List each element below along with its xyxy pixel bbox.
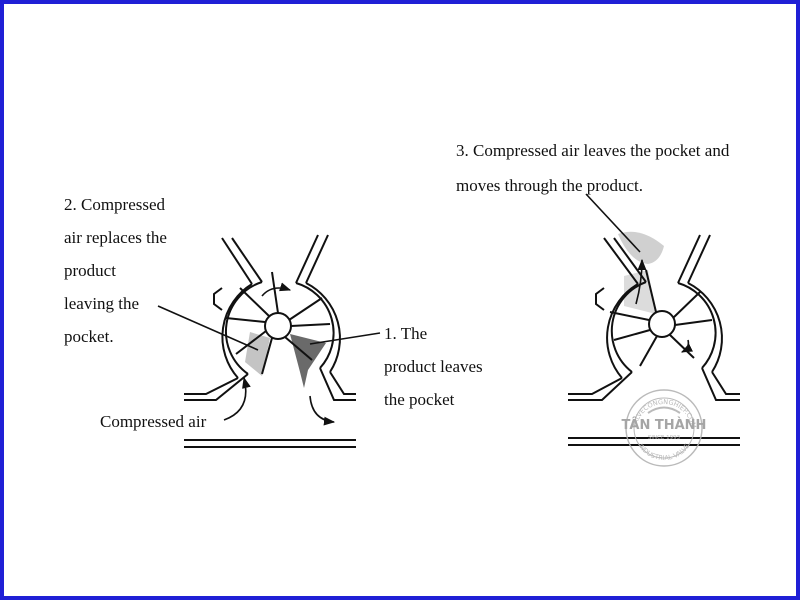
leader-step1 xyxy=(309,332,381,345)
right-rotary-valve xyxy=(568,231,740,446)
watermark-since: SINCE 1993 xyxy=(648,435,681,441)
label-step-2-line: leaving the xyxy=(64,294,140,313)
right-arrows xyxy=(585,193,694,353)
label-step-1: 1. The product leaves the pocket xyxy=(384,317,483,416)
label-step-2-line: air replaces the xyxy=(64,228,167,247)
watermark-logo-icon: VALVECONGNGHIEP.COM INDUSTRIAL VALVE TÂN… xyxy=(622,389,707,467)
label-step-2: 2. Compressed air replaces the product l… xyxy=(64,188,167,353)
label-step-2-line: product xyxy=(64,261,116,280)
label-step-1-line: product leaves xyxy=(384,357,483,376)
left-arrows xyxy=(157,282,381,426)
air-in-arrow-icon xyxy=(223,376,251,421)
rotation-arrow-right-icon xyxy=(680,339,694,353)
label-step-3: 3. Compressed air leaves the pocket and … xyxy=(456,133,729,203)
left-rotary-valve xyxy=(184,234,356,448)
leader-step3 xyxy=(585,193,641,253)
watermark-brand: TÂN THÀNH xyxy=(622,417,707,433)
label-step-2-line: pocket. xyxy=(64,327,114,346)
left-product-pocket xyxy=(290,334,326,388)
air-up-arrow-icon xyxy=(635,258,647,305)
label-step-2-line: 2. Compressed xyxy=(64,195,166,214)
label-step-1-line: the pocket xyxy=(384,390,455,409)
label-step-3-line: moves through the product. xyxy=(456,176,643,195)
rotation-arrow-icon xyxy=(261,282,292,297)
label-compressed-air: Compressed air xyxy=(100,412,207,431)
label-step-3-line: 3. Compressed air leaves the pocket and xyxy=(456,141,730,160)
product-out-arrow-icon xyxy=(309,395,336,426)
leader-step2 xyxy=(157,305,259,351)
label-step-1-line: 1. The xyxy=(384,324,428,343)
